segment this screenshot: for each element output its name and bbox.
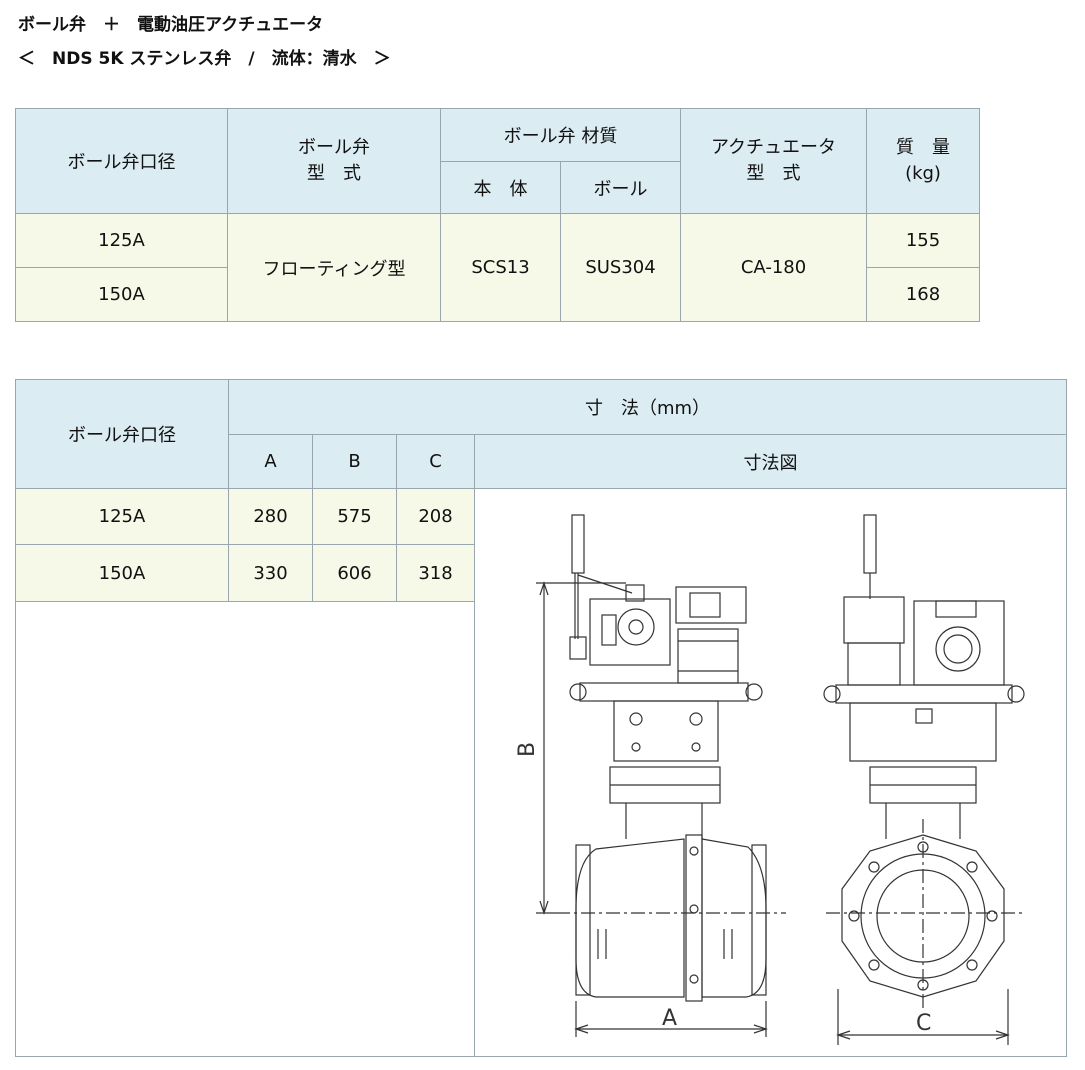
front-lever-icon (862, 514, 877, 574)
spec-header-valve-type: ボール弁 型 式 (227, 108, 441, 214)
spec-header-actuator-line1: アクチュエータ (710, 137, 837, 158)
dim-a-cell: 330 (228, 544, 313, 602)
spec-header-mass-line1: 質 量 (896, 137, 951, 158)
dim-b-cell: 575 (312, 487, 397, 546)
spec-header-size: ボール弁口径 (15, 108, 228, 214)
dimension-c-label: C (916, 1011, 931, 1036)
dimension-b-label: B (515, 742, 540, 757)
spec-header-mass: 質 量 (kg) (866, 108, 981, 214)
spec-header-valve-type-line1: ボール弁 (298, 137, 370, 158)
dimension-drawing-cell: B A (473, 488, 1068, 1057)
lever-handle-icon (570, 514, 585, 574)
spec-header-actuator-type: アクチュエータ 型 式 (680, 108, 868, 214)
spec-header-actuator-line2: 型 式 (746, 163, 801, 184)
dim-c-cell: 318 (396, 544, 475, 602)
spec-size-cell: 125A (15, 213, 228, 268)
gearbox-icon (588, 598, 671, 666)
spec-header-material: ボール弁 材質 (439, 108, 682, 162)
page-title: ボール弁 ＋ 電動油圧アクチュエータ (18, 15, 324, 35)
hydraulic-unit-icon (674, 586, 747, 624)
spec-mass-cell: 168 (866, 267, 981, 322)
page-subtitle: ＜ NDS 5K ステンレス弁 / 流体：清水 ＞ (18, 49, 391, 69)
dim-header-a: A (228, 434, 313, 489)
spec-actuator-cell: CA-180 (680, 213, 868, 322)
spec-header-valve-type-line2: 型 式 (307, 163, 361, 184)
spec-valve-type-cell: フローティング型 (227, 213, 441, 322)
spec-size-cell: 150A (15, 267, 228, 322)
dimension-a-label: A (662, 1006, 677, 1031)
dim-a-cell: 280 (228, 487, 313, 546)
spec-header-mass-line2: (kg) (905, 163, 941, 184)
spec-ball-material-cell: SUS304 (559, 213, 682, 322)
dim-b-cell: 606 (312, 544, 397, 602)
valve-body-icon (574, 838, 685, 998)
spec-header-body: 本 体 (440, 161, 561, 214)
dim-header-size: ボール弁口径 (15, 379, 229, 489)
dim-header-c: C (396, 434, 475, 489)
dim-header-b: B (312, 434, 397, 489)
spec-header-ball: ボール (559, 161, 682, 214)
dim-empty-area (15, 600, 475, 1058)
bracket-icon (612, 700, 719, 762)
spec-mass-cell: 155 (866, 213, 981, 268)
dim-size-cell: 150A (15, 544, 229, 602)
dim-header-drawing: 寸法図 (473, 434, 1068, 489)
dimension-table: ボール弁口径 寸 法（mm） A B C 寸法図 125A 280 575 20… (15, 379, 1068, 1058)
valve-dimension-drawing: B A (515, 514, 1025, 1045)
spec-table: ボール弁口径 ボール弁 型 式 ボール弁 材質 アクチュエータ 型 式 質 量 … (15, 108, 981, 322)
front-actuator-icon (912, 600, 1005, 686)
dim-size-cell: 125A (15, 487, 229, 546)
dim-c-cell: 208 (396, 487, 475, 546)
dim-header-dimensions: 寸 法（mm） (227, 379, 1068, 435)
spec-body-material-cell: SCS13 (440, 213, 561, 322)
